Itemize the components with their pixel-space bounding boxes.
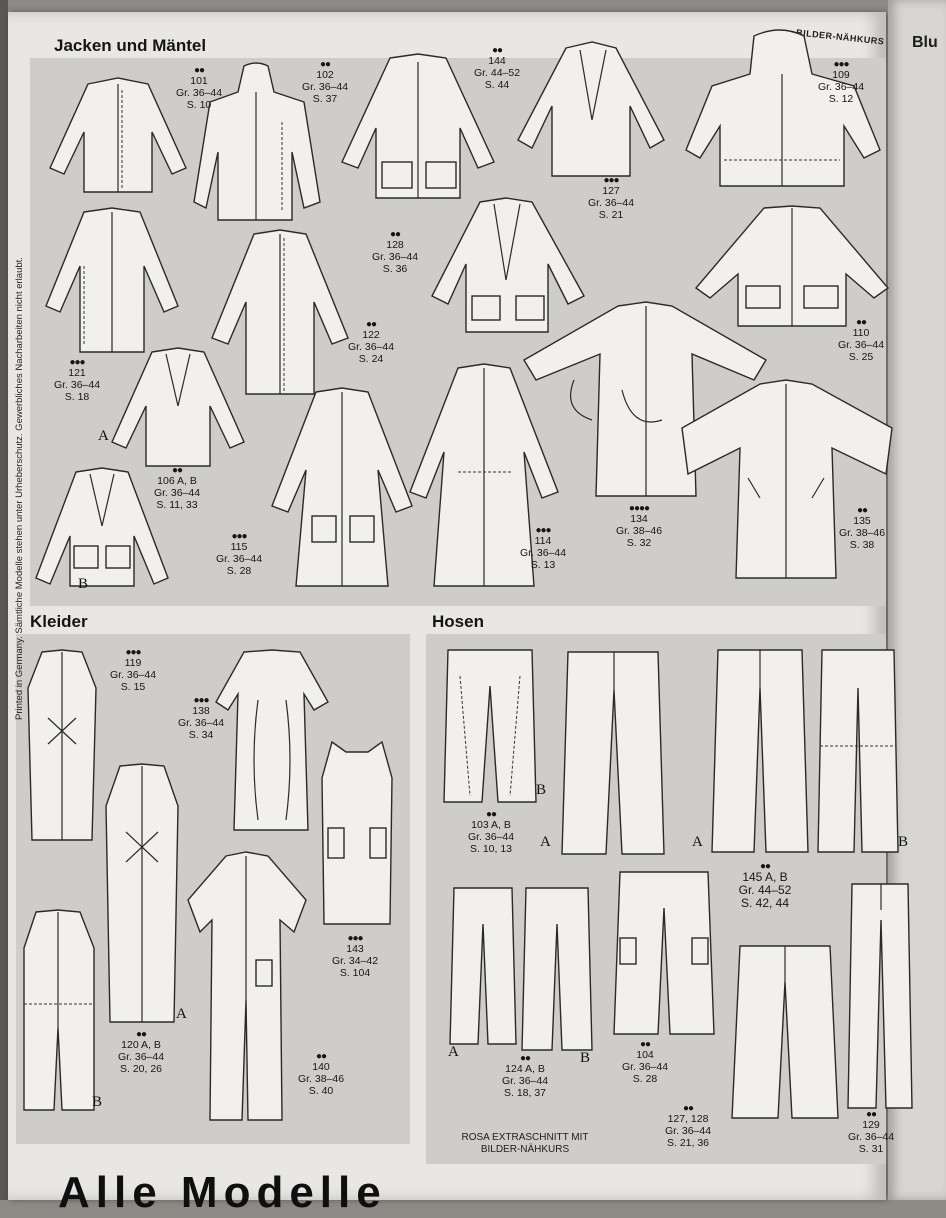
garment-trousers-103b [443,649,537,803]
next-page-title: Blu [912,34,938,51]
variant-label-120a: A [176,1006,187,1022]
garment-coat-135 [681,379,893,579]
variant-label-106b: B [78,576,89,592]
variant-label-145a: A [692,834,703,850]
garment-coat-122 [211,229,349,395]
garment-jumpsuit-140 [187,851,307,1121]
copyright-notice: Printed in Germany. Sämtliche Modelle st… [14,257,25,720]
garment-trousers-104 [613,871,715,1035]
garment-jacket-106b [35,467,169,587]
garment-dress-138 [215,649,329,831]
garment-coat-115 [271,387,413,587]
variant-label-120b: B [92,1094,103,1110]
garment-jacket-128 [431,197,585,333]
garment-jacket-101 [49,77,187,193]
garment-trousers-127-128 [731,945,839,1119]
garment-jacket-127 [517,41,665,177]
garment-jacket-106a [111,347,245,467]
garment-jacket-144 [341,53,495,199]
garment-jacket-110 [694,205,890,327]
garment-dress-119 [27,649,97,841]
garment-coat-114 [409,363,559,587]
garment-trousers-145a [711,649,809,853]
variant-label-145b: B [898,834,909,850]
garment-trousers-145b [817,649,899,853]
garment-coat-121 [45,207,179,353]
extra-pattern-note: ROSA EXTRASCHNITT MIT BILDER-NÄHKURS [461,1132,589,1155]
garment-dress-120a [105,763,179,1023]
section-title-dresses: Kleider [30,612,88,631]
garment-jacket-102 [193,62,321,221]
page-edge-left [0,0,8,1200]
variant-label-103a: A [540,834,551,850]
garment-trousers-103a [561,651,665,855]
variant-label-124a: A [448,1044,459,1060]
garment-dress-143 [321,740,393,925]
garment-jacket-109 [685,29,881,187]
bottom-heading-partial: Alle Modelle [58,1168,387,1217]
section-title-jackets: Jacken und Mäntel [54,36,207,55]
garment-trousers-124b [521,887,593,1051]
garment-trousers-129 [847,883,913,1109]
variant-label-106a: A [98,428,109,444]
garment-jumpsuit-120b [23,909,95,1111]
garment-trousers-124a [449,887,517,1045]
section-title-trousers: Hosen [432,612,484,631]
variant-label-103b: B [536,782,547,798]
variant-label-124b: B [580,1050,591,1066]
